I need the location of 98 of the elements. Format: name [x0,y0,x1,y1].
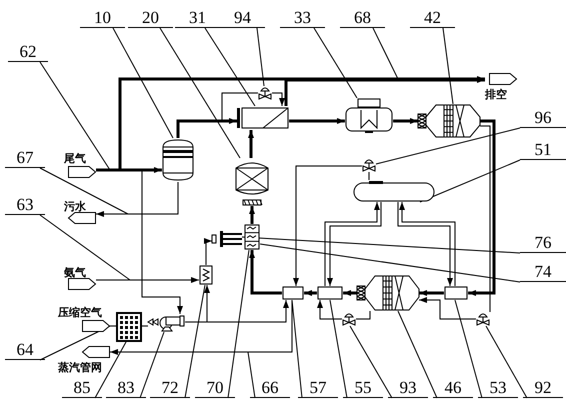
pipe-arrow [96,182,178,217]
leader-line [292,300,302,398]
callout-number: 62 [8,42,48,62]
callout-number: 67 [5,148,45,168]
callout-number: 74 [520,262,566,282]
callout-number: 68 [340,8,385,28]
callout-number: 33 [280,8,325,28]
control-valve-icon [476,312,490,326]
callout-number: 92 [523,378,563,398]
callout-number: 66 [250,378,290,398]
callout-number: 51 [520,140,566,160]
leader-line [314,28,358,98]
pipe-arrow [249,206,255,224]
callout-number: 46 [433,378,473,398]
callout-number: 96 [520,108,566,128]
pipe-arrow [184,300,289,322]
callout-number: 42 [410,8,455,28]
pipe-label: 压缩空气 [58,306,102,319]
heat-exchanger-drawing [317,286,343,300]
pipe-arrow [176,118,237,138]
callout-number: 55 [343,378,383,398]
leader-line [40,214,130,280]
callout-number: 94 [220,8,265,28]
control-valve-icon [362,158,376,172]
callout-number: 76 [520,233,566,253]
tank-drawing [353,180,435,202]
filter-drawing [116,312,142,342]
pipe-arrow [272,92,285,106]
leader-line [140,332,164,398]
heat-exchanger-drawing [444,286,468,300]
pipe-arrow [293,166,362,286]
pipe-arrow [110,300,292,355]
leader-line [260,244,520,282]
catalytic-reactor-drawing [357,275,419,311]
callout-number: 93 [388,378,428,398]
pipe-arrow [96,277,200,283]
pipe-arrow [248,130,254,158]
leader-line [160,28,240,158]
control-valve-icon [258,86,272,100]
callout-number: 83 [106,378,146,398]
pipe-label: 排空 [485,88,507,101]
leader-line [94,342,126,398]
pipe-arrow [249,250,282,294]
pipe-label: 蒸汽管网 [58,361,102,374]
pipe-arrow [393,118,418,124]
pipe-arrow [289,118,345,124]
callout-number: 64 [5,340,45,360]
leader-line [228,250,250,398]
heater-unit-drawing [345,98,393,134]
pipe-label: 尾气 [64,152,86,165]
leader-line [486,326,528,398]
callout-number: 10 [80,8,125,28]
separator-vessel-drawing [162,138,194,182]
pipe-arrow [204,238,212,266]
nozzle-drawing [212,231,242,247]
callout-number: 72 [150,378,190,398]
pipe-arrow [468,120,496,296]
pipe-arrow [317,300,342,320]
leader-line [442,28,454,104]
leader-line [184,284,206,398]
heater-drawing [199,265,213,285]
callout-number: 63 [5,195,45,215]
callout-number: 53 [478,378,518,398]
callout-number: 20 [128,8,173,28]
leader-line [40,62,110,170]
exchanger-unit-drawing [237,106,289,130]
leader-line [420,160,520,202]
leader-line [204,28,256,106]
pipe-arrow [418,297,476,320]
pipe-arrow [284,77,485,106]
callout-number: 70 [195,378,235,398]
blower-drawing [148,314,185,332]
leader-line [242,236,520,254]
leader-line [454,300,482,398]
catalytic-reactor-drawing [418,104,480,138]
leader-line [112,28,174,138]
leader-line [376,128,520,164]
pipe-label: 污水 [64,200,86,213]
pipe-line [368,172,370,180]
leader-line [40,168,128,214]
mixing-grid-drawing [244,224,260,250]
pipe-arrow [343,290,357,296]
leader-line [398,310,438,398]
leader-line [256,28,264,86]
leader-line [248,352,256,398]
leader-line [372,28,398,80]
callout-number: 85 [62,378,102,398]
leader-line [350,326,392,398]
pipe-label: 氨气 [64,266,86,279]
heat-exchanger-drawing [282,286,304,300]
callout-number: 57 [298,378,338,398]
pipe-arrow [304,290,317,296]
pipe-line [356,310,370,320]
control-valve-icon [342,312,356,326]
callout-number: 31 [175,8,220,28]
pipe-line [480,126,490,312]
leader-line [330,300,348,398]
pipe-arrow [419,290,444,296]
